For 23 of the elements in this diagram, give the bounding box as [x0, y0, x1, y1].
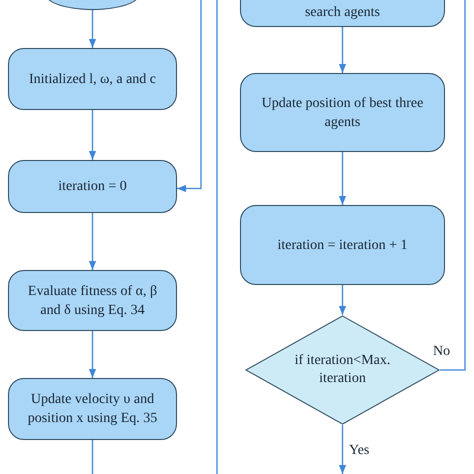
arrow — [88, 213, 96, 270]
process-text: iteration = 0 — [58, 178, 127, 196]
arrow — [338, 285, 346, 315]
arrow — [88, 110, 96, 160]
process-box — [240, 205, 445, 285]
process-box — [8, 378, 177, 440]
process-box — [240, 73, 445, 152]
arrow — [338, 152, 346, 205]
process-box — [8, 270, 177, 331]
arrow — [338, 27, 346, 73]
process-text: Update position of best three agents — [260, 94, 424, 132]
arrow — [88, 331, 96, 378]
process-text: Initialized l, ω, a and c — [29, 70, 156, 88]
process-box — [8, 160, 177, 213]
process-box — [8, 48, 177, 110]
process-text: search agents — [304, 4, 380, 22]
process-text: iteration = iteration + 1 — [277, 236, 408, 254]
process-text: Update velocity υ and position x using Eq. 35 — [26, 391, 158, 428]
decision-text: if iteration<Max. iteration — [294, 352, 392, 388]
arrow — [338, 425, 346, 474]
arrow — [88, 10, 96, 48]
arrow — [177, 0, 466, 371]
process-text: Evaluate fitness of α, β and δ using Eq. 34 — [26, 282, 158, 320]
